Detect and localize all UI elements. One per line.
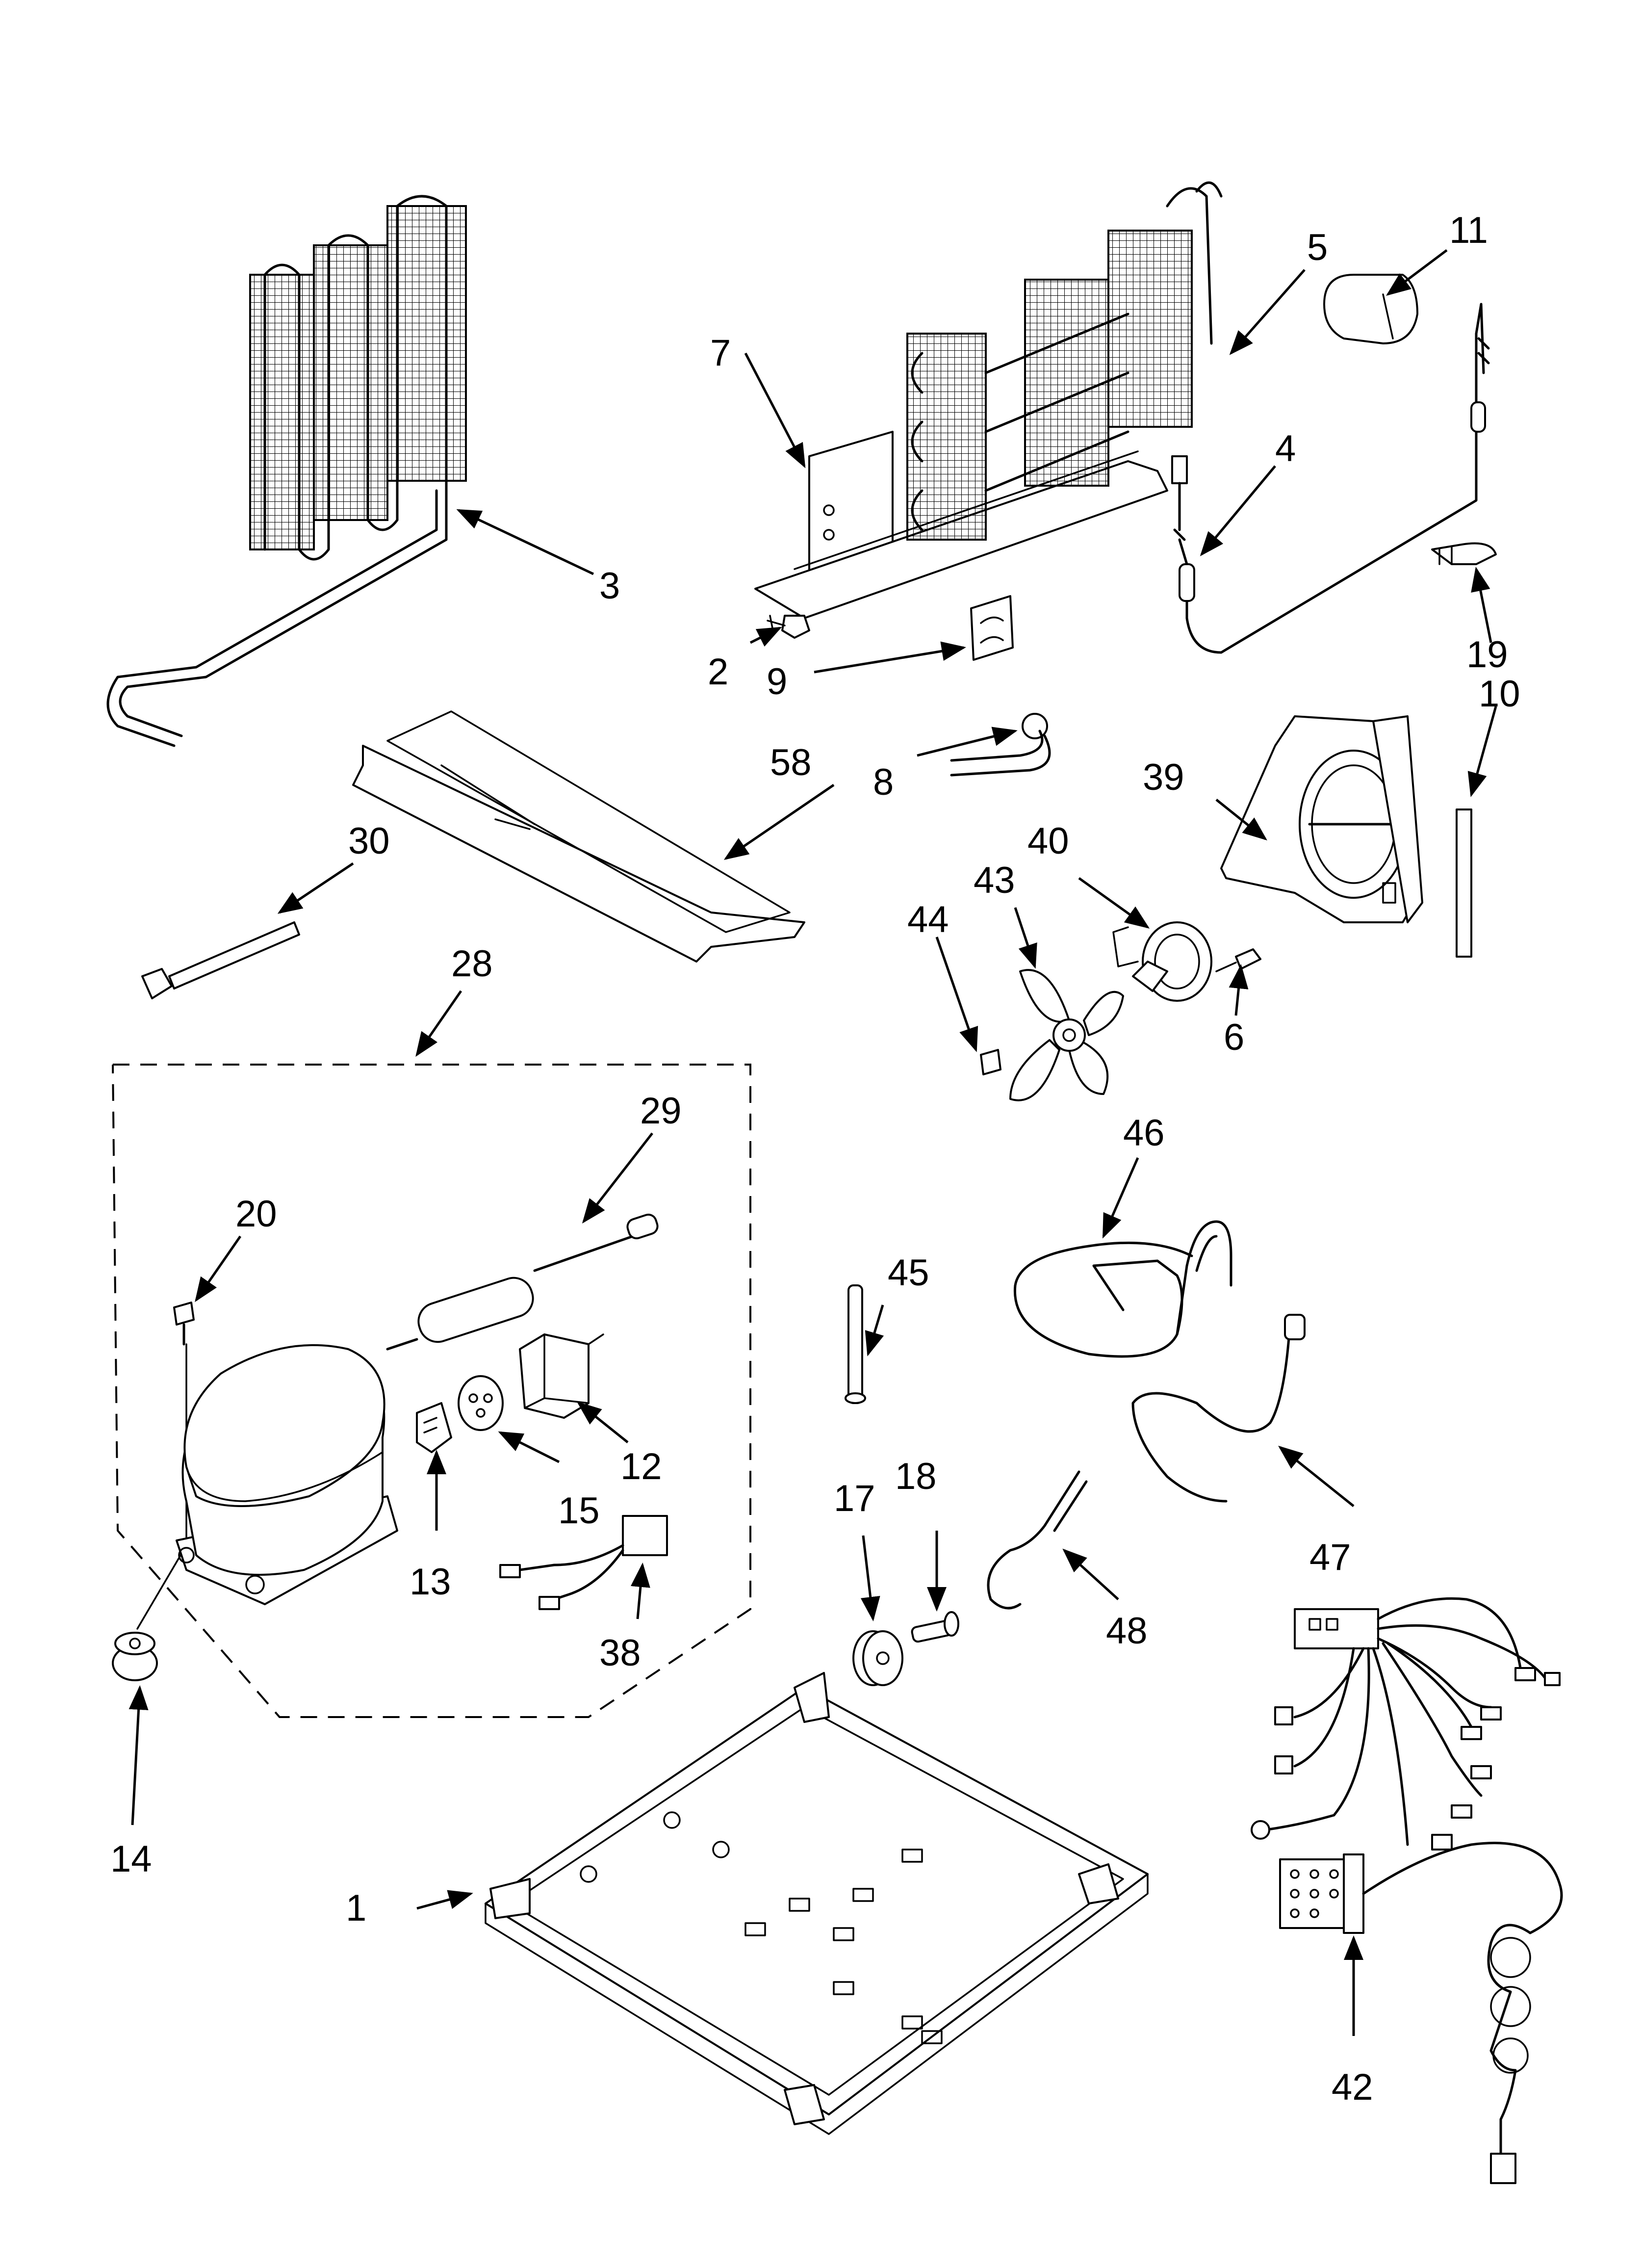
pin-45 xyxy=(845,1284,866,1404)
clip-19 xyxy=(1431,542,1497,565)
callout-18: 18 xyxy=(895,1456,937,1497)
callout-30: 30 xyxy=(348,820,390,862)
condenser-coil xyxy=(106,195,467,747)
grommet-14 xyxy=(112,1632,158,1681)
callout-4: 4 xyxy=(1275,428,1296,469)
callout-8: 8 xyxy=(873,761,894,803)
tube-47 xyxy=(1131,1314,1306,1503)
callout-20: 20 xyxy=(235,1193,277,1235)
callout-10: 10 xyxy=(1479,673,1520,715)
callout-12: 12 xyxy=(620,1446,662,1487)
wire-harness-42 xyxy=(1251,1597,1563,2184)
sensor-8 xyxy=(950,713,1051,777)
callout-5: 5 xyxy=(1307,227,1328,268)
callout-labels: 3 2 9 7 5 11 4 19 10 8 39 40 43 44 6 58 … xyxy=(110,209,1520,2108)
strip-10 xyxy=(1456,808,1472,958)
screw-6 xyxy=(1215,948,1261,972)
fan-motor-40 xyxy=(1112,921,1212,1002)
compressor-kit-28-boundary xyxy=(112,1064,751,1718)
callout-3: 3 xyxy=(599,565,620,607)
evaporator-assembly xyxy=(754,181,1223,619)
drier-29 xyxy=(386,1213,659,1351)
callout-17: 17 xyxy=(834,1478,875,1519)
callout-9: 9 xyxy=(767,661,787,703)
cap-11 xyxy=(1323,274,1418,344)
overload-13 xyxy=(416,1402,452,1453)
fan-blade-43 xyxy=(1009,969,1124,1101)
callout-48: 48 xyxy=(1106,1610,1148,1652)
callout-38: 38 xyxy=(599,1632,641,1674)
screw-2 xyxy=(767,615,810,639)
callout-42: 42 xyxy=(1332,2066,1373,2108)
callout-46: 46 xyxy=(1123,1112,1165,1154)
wheel-17 xyxy=(852,1630,903,1686)
callout-47: 47 xyxy=(1309,1537,1351,1578)
cover-12 xyxy=(519,1333,604,1419)
callout-58: 58 xyxy=(770,742,812,783)
callout-19: 19 xyxy=(1466,634,1508,676)
cable-tie-30 xyxy=(141,921,300,999)
callout-1: 1 xyxy=(346,1887,366,1929)
relay-15 xyxy=(458,1375,504,1431)
drain-pan-58 xyxy=(352,710,805,963)
screw-18 xyxy=(911,1611,959,1643)
tube-48 xyxy=(987,1470,1088,1610)
callout-44: 44 xyxy=(907,899,949,940)
callout-39: 39 xyxy=(1143,756,1184,798)
callout-13: 13 xyxy=(410,1561,451,1603)
thermistor-4 xyxy=(1171,303,1490,654)
callout-29: 29 xyxy=(640,1090,682,1132)
callout-11: 11 xyxy=(1449,209,1488,251)
callout-7: 7 xyxy=(710,332,731,374)
callout-14: 14 xyxy=(110,1838,152,1880)
callout-43: 43 xyxy=(974,860,1015,901)
leader-arrows xyxy=(128,249,1497,2036)
callout-40: 40 xyxy=(1027,820,1069,862)
compressor xyxy=(176,1344,398,1605)
callout-6: 6 xyxy=(1224,1017,1244,1058)
fan-shroud-39 xyxy=(1220,715,1423,923)
callout-45: 45 xyxy=(888,1252,929,1294)
callout-28: 28 xyxy=(451,943,493,985)
clip-9 xyxy=(970,595,1014,661)
tube-46 xyxy=(1013,1220,1232,1358)
callout-15: 15 xyxy=(558,1490,600,1532)
callout-2: 2 xyxy=(708,651,728,693)
base-frame-1 xyxy=(485,1672,1149,2135)
clip-44 xyxy=(980,1049,1001,1075)
harness-38 xyxy=(499,1515,668,1610)
